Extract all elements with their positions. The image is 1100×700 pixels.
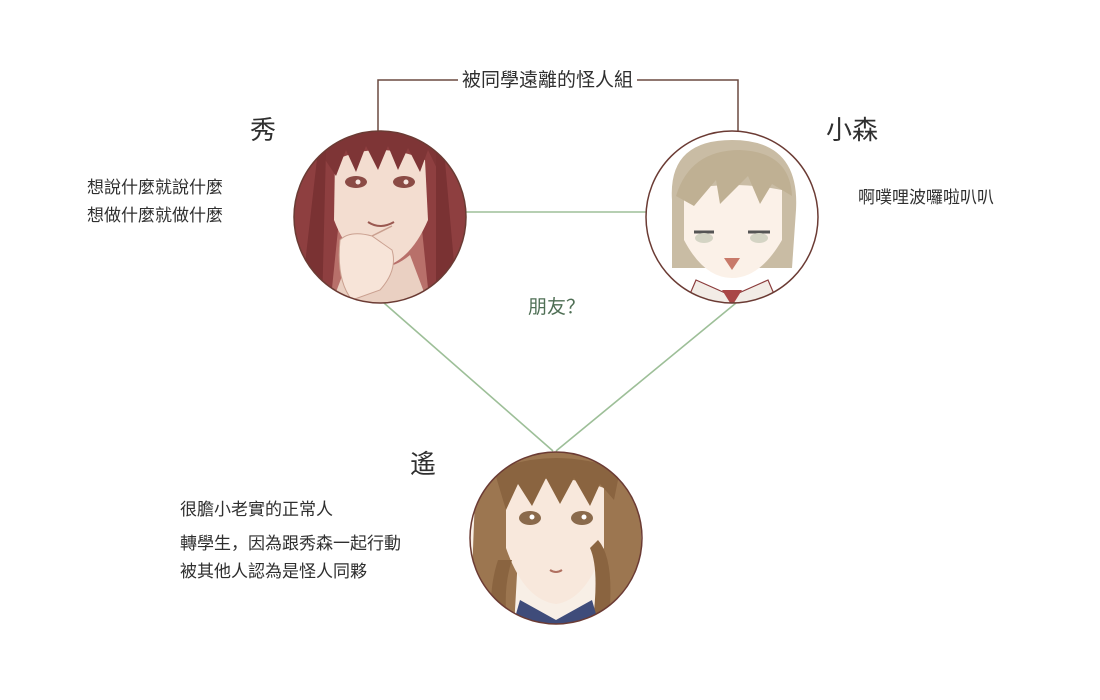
relation-line-komori-haruka	[555, 302, 737, 452]
haruka-portrait	[469, 451, 643, 625]
character-description-komori: 啊噗哩波囉啦叭叭	[858, 184, 994, 212]
relation-line-shu-haruka	[383, 302, 554, 452]
description-line: 想說什麼就說什麼	[87, 178, 223, 198]
description-line: 被其他人認為是怪人同夥	[180, 562, 367, 582]
character-description-haruka: 很膽小老實的正常人 轉學生，因為跟秀森一起行動 被其他人認為是怪人同夥	[180, 496, 401, 586]
description-line: 很膽小老實的正常人	[180, 500, 333, 520]
character-name-komori: 小森	[826, 116, 879, 146]
description-line: 想做什麼就做什麼	[87, 206, 223, 226]
relation-label: 朋友？	[528, 296, 586, 318]
description-line: 啊噗哩波囉啦叭叭	[858, 188, 994, 208]
shu-portrait	[293, 130, 467, 304]
character-name-shu: 秀	[250, 116, 277, 146]
description-line: 轉學生，因為跟秀森一起行動	[180, 534, 401, 554]
group-title: 被同學遠離的怪人組	[458, 67, 638, 93]
character-description-shu: 想說什麼就說什麼 想做什麼就做什麼	[87, 174, 223, 230]
character-name-haruka: 遙	[410, 450, 437, 480]
komori-portrait	[645, 130, 819, 304]
